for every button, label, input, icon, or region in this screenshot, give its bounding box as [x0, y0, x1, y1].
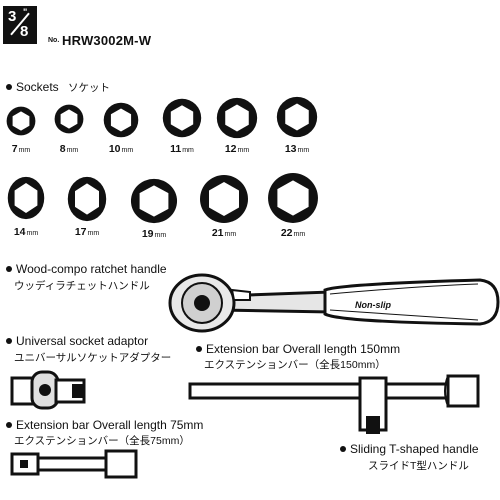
extension-bar-150-illustration [188, 374, 480, 434]
socket-13mm: 13mm [274, 96, 320, 155]
ratchet-title-jp: ウッディラチェットハンドル [14, 280, 150, 292]
ratchet-grip-text: Non-slip [355, 300, 391, 310]
ext75-title: Extension bar Overall length 75mm [16, 418, 204, 432]
adaptor-title: Universal socket adaptor [16, 334, 149, 348]
adaptor-heading: Universal socket adaptor [6, 334, 148, 348]
hexagon-icon [162, 98, 202, 138]
hexagon-icon [200, 175, 248, 223]
adaptor-title-jp: ユニバーサルソケットアダプター [14, 352, 172, 364]
bullet-icon [340, 445, 346, 452]
drive-size-numerator: 3 [8, 8, 17, 25]
bullet-icon [6, 421, 12, 428]
extension-bar-75-illustration [10, 449, 138, 479]
sockets-row-2: 14mm 17mm 19mm 21mm 22mm [4, 173, 318, 246]
tbar-heading: Sliding T-shaped handle [340, 442, 479, 456]
drive-size-denominator: 8 [20, 23, 29, 40]
socket-7mm: 7mm [4, 106, 38, 155]
socket-10mm: 10mm [101, 102, 141, 155]
bullet-icon [196, 345, 202, 352]
ratchet-title: Wood-compo ratchet handle [16, 262, 167, 276]
tbar-title: Sliding T-shaped handle [350, 442, 479, 456]
socket-size-label: 11mm [170, 143, 194, 155]
socket-19mm: 19mm [129, 178, 179, 240]
tbar-title-jp: スライドT型ハンドル [368, 460, 469, 472]
socket-11mm: 11mm [159, 98, 205, 155]
hexagon-icon [67, 176, 107, 222]
socket-8mm: 8mm [51, 104, 87, 155]
socket-size-label: 22mm [280, 227, 306, 239]
drive-size-inch-mark: " [23, 7, 28, 17]
sockets-heading: Sockets ソケット [6, 80, 110, 95]
hexagon-icon [7, 176, 45, 220]
ext75-heading: Extension bar Overall length 75mm [6, 418, 203, 432]
bullet-icon [6, 83, 12, 90]
socket-22mm: 22mm [266, 172, 320, 239]
ratchet-handle-illustration [168, 273, 500, 333]
sockets-title: Sockets [16, 80, 59, 94]
hexagon-icon [103, 102, 139, 138]
socket-size-label: 19mm [141, 228, 167, 240]
socket-14mm: 14mm [6, 176, 46, 238]
hexagon-icon [54, 104, 84, 134]
ext75-title-jp: エクステンションバー（全長75mm） [14, 435, 190, 447]
hexagon-icon [268, 173, 318, 223]
socket-size-label: 12mm [224, 143, 250, 155]
ext150-title-jp: エクステンションバー（全長150mm） [204, 359, 386, 371]
sockets-title-jp: ソケット [68, 82, 111, 94]
socket-17mm: 17mm [66, 176, 108, 238]
model-prefix: No. [48, 37, 60, 44]
socket-size-label: 7mm [11, 143, 31, 155]
ratchet-heading: Wood-compo ratchet handle [6, 262, 167, 276]
universal-adaptor-illustration [10, 370, 86, 410]
hexagon-icon [6, 106, 36, 136]
hexagon-icon [216, 97, 258, 139]
ext150-heading: Extension bar Overall length 150mm [196, 342, 400, 356]
hexagon-icon [130, 178, 178, 224]
socket-12mm: 12mm [214, 97, 260, 155]
drive-size-badge: 3 " 8 [3, 6, 37, 44]
sockets-row-1: 7mm 8mm 10mm 11mm 12mm 13mm [4, 96, 318, 160]
socket-21mm: 21mm [198, 174, 250, 239]
socket-size-label: 13mm [284, 143, 310, 155]
bullet-icon [6, 265, 12, 272]
hexagon-icon [276, 96, 318, 138]
ext150-title: Extension bar Overall length 150mm [206, 342, 401, 356]
bullet-icon [6, 337, 12, 344]
socket-size-label: 21mm [211, 227, 237, 239]
socket-size-label: 8mm [59, 143, 79, 155]
socket-size-label: 17mm [74, 226, 100, 238]
model-number: HRW3002M-W [62, 33, 152, 48]
socket-size-label: 14mm [13, 226, 39, 238]
socket-size-label: 10mm [108, 143, 134, 155]
